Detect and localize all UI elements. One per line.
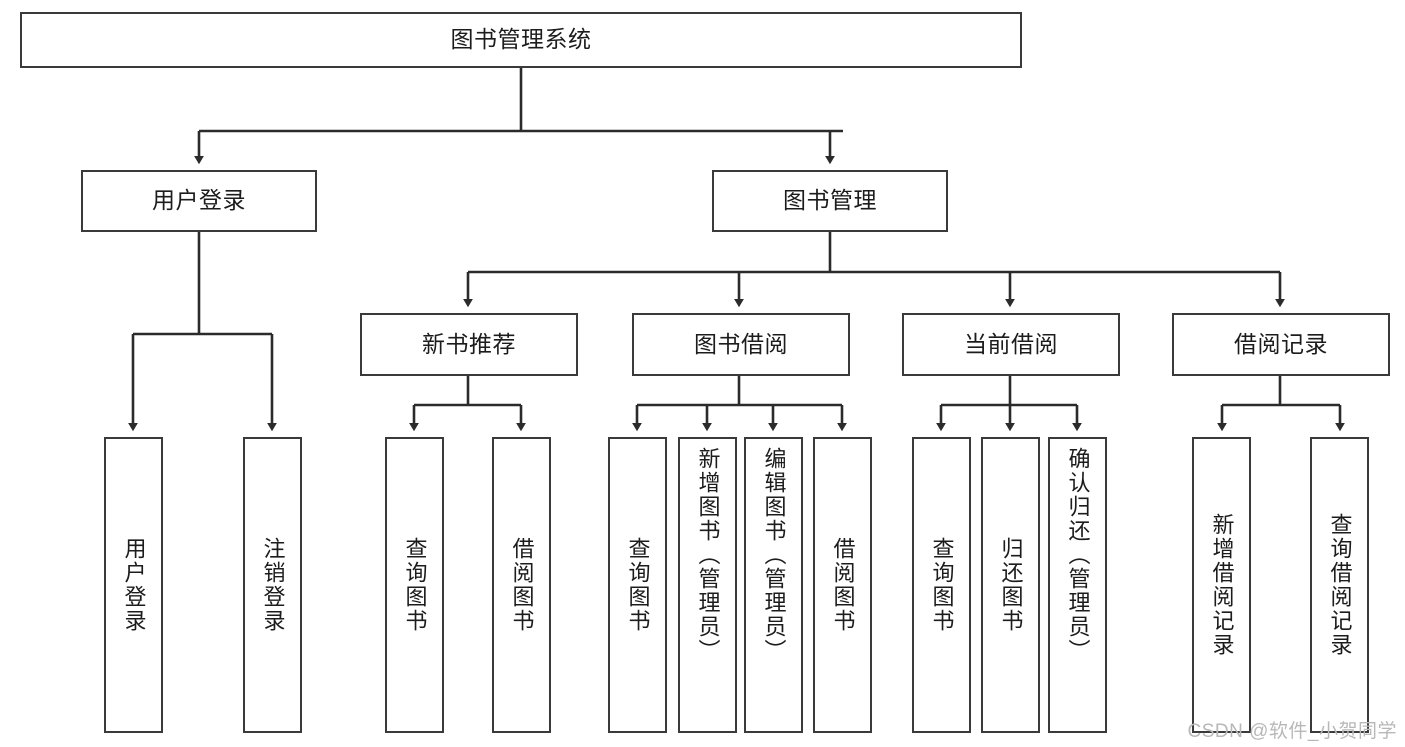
node-root-system[interactable]: 图书管理系统 xyxy=(20,12,1022,68)
node-leaf-return-book[interactable]: 归还图书 xyxy=(981,437,1040,733)
node-leaf-confirm-return-admin[interactable]: 确认归还（管理员） xyxy=(1048,437,1107,733)
node-label: 查询图书 xyxy=(402,537,428,633)
node-book-borrow[interactable]: 图书借阅 xyxy=(632,313,850,376)
node-label: 借阅图书 xyxy=(509,537,535,633)
node-label: 新增图书（管理员） xyxy=(695,447,721,663)
node-label: 归还图书 xyxy=(998,537,1024,633)
node-leaf-add-borrow-record[interactable]: 新增借阅记录 xyxy=(1192,437,1251,733)
node-label: 借阅记录 xyxy=(1234,330,1328,357)
node-label: 当前借阅 xyxy=(964,330,1058,357)
node-current-borrow[interactable]: 当前借阅 xyxy=(902,313,1120,376)
watermark-text: CSDN @软件_小贺同学 xyxy=(1187,721,1397,742)
node-user-login[interactable]: 用户登录 xyxy=(81,170,317,232)
node-leaf-borrow-book-borrow[interactable]: 借阅图书 xyxy=(813,437,872,733)
node-leaf-query-book-current[interactable]: 查询图书 xyxy=(912,437,971,733)
node-leaf-query-book-borrow[interactable]: 查询图书 xyxy=(608,437,667,733)
node-label: 用户登录 xyxy=(121,537,147,633)
node-label: 图书管理系统 xyxy=(450,26,592,53)
node-leaf-user-login[interactable]: 用户登录 xyxy=(104,437,163,733)
node-label: 用户登录 xyxy=(152,187,246,214)
node-leaf-add-book-admin[interactable]: 新增图书（管理员） xyxy=(678,437,737,733)
node-label: 图书管理 xyxy=(783,187,877,214)
node-label: 编辑图书（管理员） xyxy=(761,447,787,663)
node-leaf-borrow-book-newbook[interactable]: 借阅图书 xyxy=(492,437,551,733)
node-borrow-record[interactable]: 借阅记录 xyxy=(1172,313,1390,376)
node-label: 注销登录 xyxy=(260,537,286,633)
node-book-management[interactable]: 图书管理 xyxy=(712,170,948,232)
node-leaf-logout[interactable]: 注销登录 xyxy=(243,437,302,733)
node-label: 确认归还（管理员） xyxy=(1065,447,1091,663)
node-label: 图书借阅 xyxy=(694,330,788,357)
node-leaf-query-book-newbook[interactable]: 查询图书 xyxy=(385,437,444,733)
node-label: 借阅图书 xyxy=(830,537,856,633)
node-leaf-edit-book-admin[interactable]: 编辑图书（管理员） xyxy=(744,437,803,733)
node-label: 新增借阅记录 xyxy=(1209,513,1235,657)
node-label: 查询图书 xyxy=(929,537,955,633)
node-label: 查询图书 xyxy=(625,537,651,633)
node-label: 新书推荐 xyxy=(422,330,516,357)
node-label: 查询借阅记录 xyxy=(1327,513,1353,657)
node-leaf-query-borrow-record[interactable]: 查询借阅记录 xyxy=(1310,437,1369,733)
node-new-book-recommend[interactable]: 新书推荐 xyxy=(360,313,578,376)
